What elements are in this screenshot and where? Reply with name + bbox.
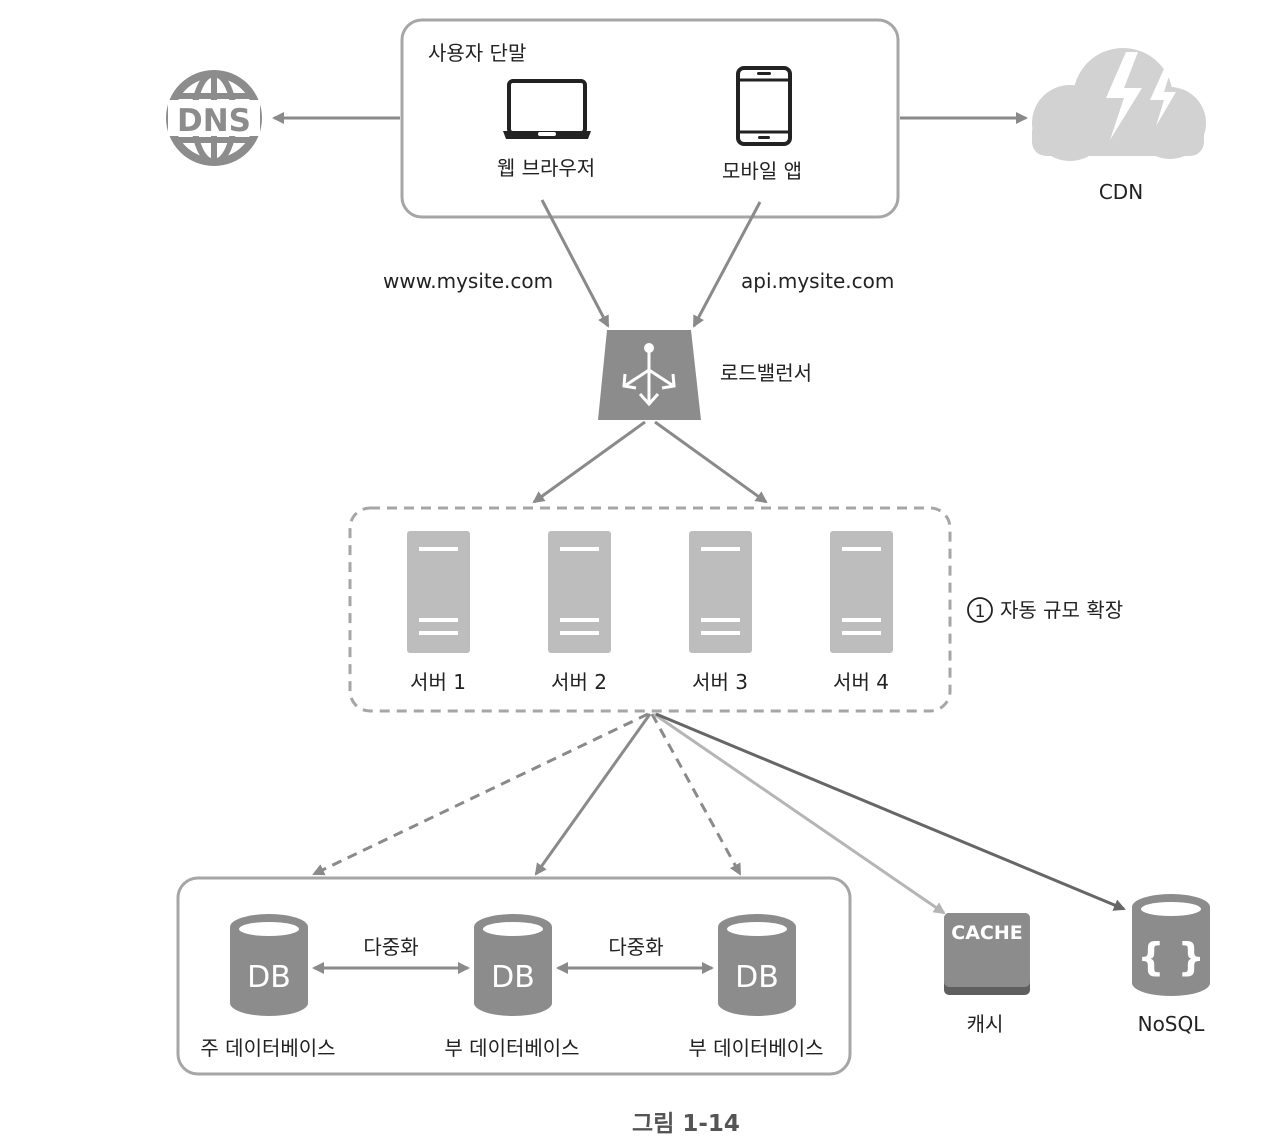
nosql: { } NoSQL [1132,894,1210,1036]
server-label: 서버 3 [692,670,748,694]
cache-icon: CACHE [944,913,1030,995]
db-icon-text: DB [491,960,535,995]
database-group-box [176,876,852,1076]
web-route-arrow [540,199,610,328]
step-number: 1 [975,602,986,622]
cache: CACHE 캐시 [944,913,1030,1036]
server-label: 서버 1 [410,670,466,694]
slave-db-1-label: 부 데이터베이스 [444,1036,579,1060]
servers-to-nosql-arrow [655,712,1126,911]
api-domain-label: api.mysite.com [741,269,894,293]
web-browser-label: 웹 브라우저 [497,156,595,180]
web-domain-label: www.mysite.com [383,269,553,293]
cdn-label: CDN [1099,180,1143,204]
server-2: 서버 2 [548,531,611,694]
slave-db-1: DB 부 데이터베이스 [444,914,580,1060]
server-icon [689,531,752,653]
client-group: 사용자 단말 웹 브라우저 모바일 앱 [400,18,900,219]
lb-to-servers-left-arrow [532,420,646,504]
master-db-label: 주 데이터베이스 [200,1036,335,1060]
replication-label-2: 다중화 [608,935,663,959]
server-label: 서버 2 [551,670,607,694]
client-box [400,18,900,219]
laptop-icon [503,79,591,139]
server-4: 서버 4 [830,531,893,694]
load-balancer-label: 로드밸런서 [720,361,812,385]
api-route-arrow [692,201,762,328]
server-group-box [348,506,952,713]
servers-to-master-db-arrow [312,712,649,876]
autoscale-label: 자동 규모 확장 [1000,598,1123,622]
server-icon [830,531,893,653]
step-number-badge [967,597,993,623]
server-1: 서버 1 [407,531,470,694]
server-icon [407,531,470,653]
phone-icon [736,66,792,146]
cache-icon-text: CACHE [951,922,1022,944]
braces-icon: { } [1137,935,1204,979]
cdn-cloud-icon [1032,48,1206,161]
nosql-label: NoSQL [1138,1012,1206,1036]
servers-to-cache-arrow [653,712,946,915]
database-icon: DB [230,914,308,1016]
servers-to-slave-db-2-arrow [650,713,742,876]
db-icon-text: DB [735,960,779,995]
client-title: 사용자 단말 [428,41,526,65]
master-db: DB 주 데이터베이스 [200,914,336,1060]
server-label: 서버 4 [833,670,889,694]
cache-label: 캐시 [967,1012,1004,1036]
servers-to-slave-db-1-arrow [534,713,652,876]
server-3: 서버 3 [689,531,752,694]
load-balancer-icon [598,330,701,420]
server-icon [548,531,611,653]
slave-db-2: DB 부 데이터베이스 [688,914,824,1060]
slave-db-2-label: 부 데이터베이스 [688,1036,823,1060]
lb-to-servers-right-arrow [654,420,768,504]
db-icon-text: DB [247,960,291,995]
dns-globe-icon: DNS [166,70,262,166]
nosql-database-icon: { } [1132,894,1210,996]
figure-caption: 그림 1-14 [632,1111,740,1137]
replication-label-1: 다중화 [363,935,418,959]
database-icon: DB [718,914,796,1016]
database-icon: DB [474,914,552,1016]
autoscale-annotation: 1 자동 규모 확장 [967,597,1123,623]
mobile-app-label: 모바일 앱 [722,159,802,183]
dns-text: DNS [177,103,251,139]
